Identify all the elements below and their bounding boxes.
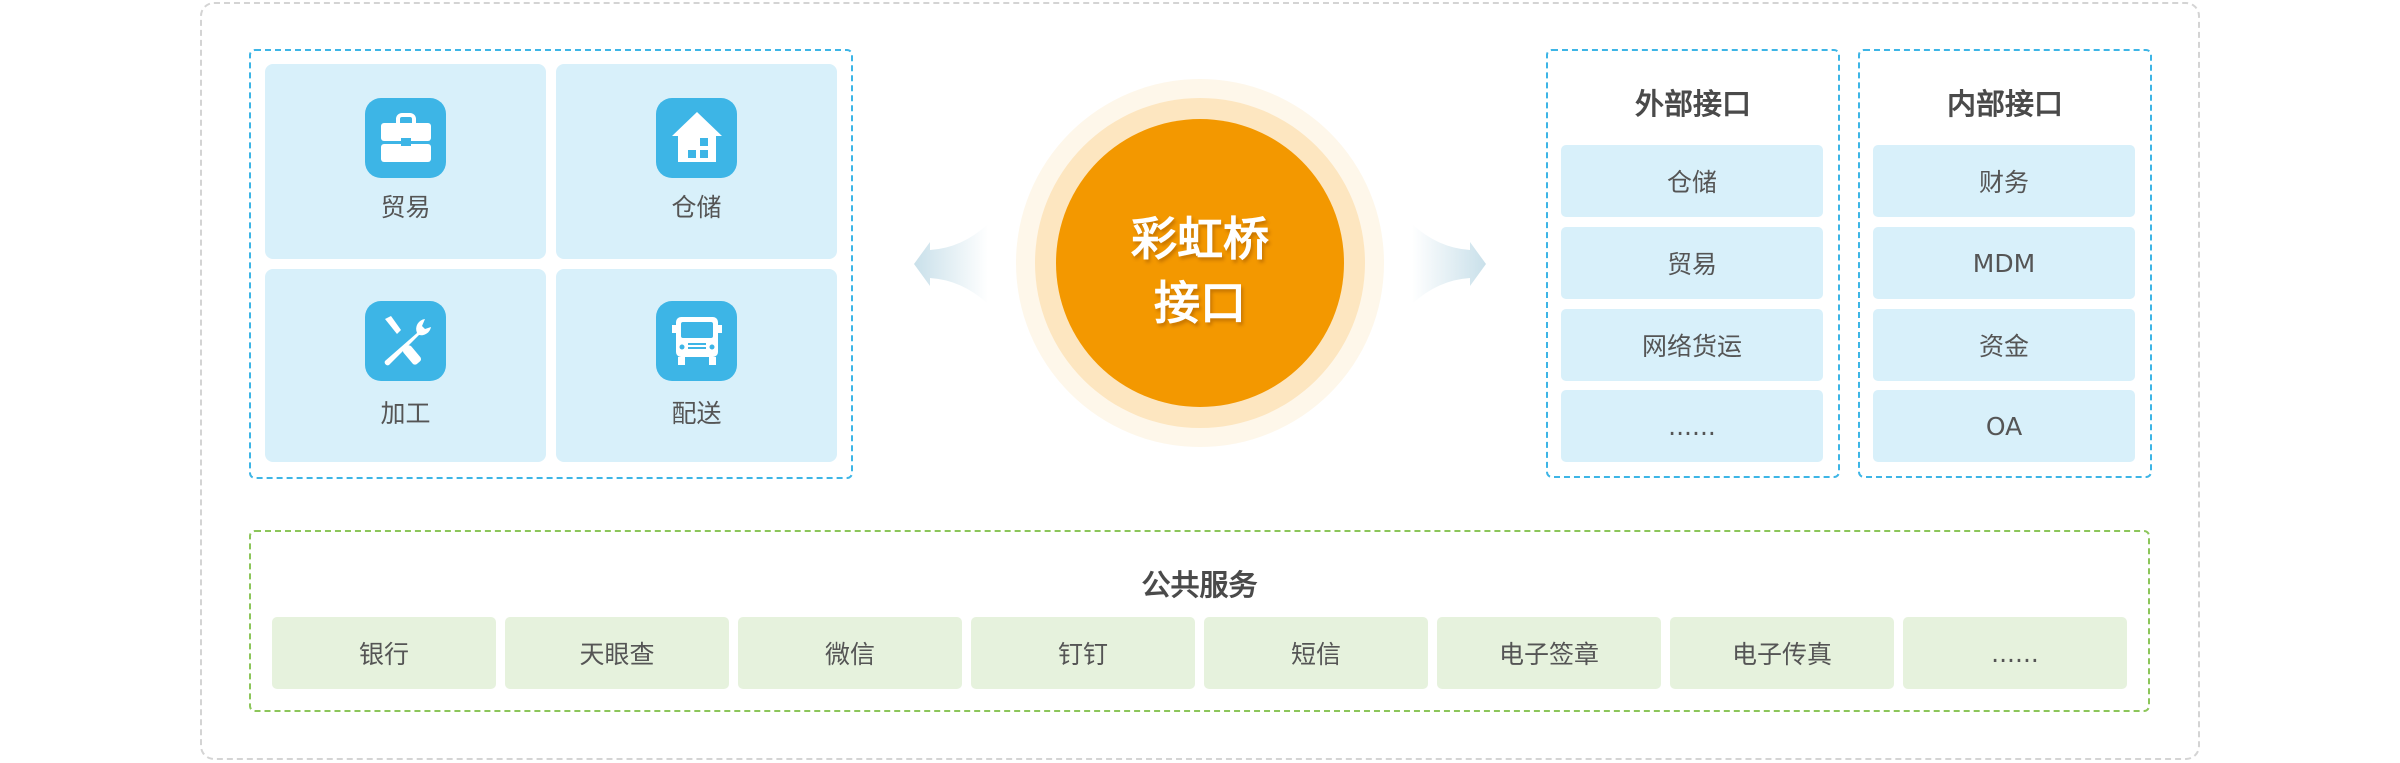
module-label: 配送	[671, 399, 722, 428]
external-item[interactable]: 网络货运	[1561, 309, 1823, 381]
module-label: 贸易	[380, 193, 431, 222]
public-services-group: 公共服务	[249, 530, 2150, 712]
arrow-left-icon	[914, 224, 988, 304]
center-hub[interactable]: 彩虹桥 接口	[1056, 119, 1344, 407]
external-title: 外部接口	[1634, 87, 1751, 121]
center-title-line1: 彩虹桥	[1131, 212, 1269, 266]
internal-title: 内部接口	[1946, 87, 2063, 121]
module-warehouse[interactable]: 仓储	[556, 64, 837, 259]
public-item[interactable]: ......	[1903, 617, 2127, 689]
public-item[interactable]: 短信	[1204, 617, 1428, 689]
module-delivery[interactable]: 配送	[556, 269, 837, 462]
outer-frame	[200, 2, 2200, 760]
truck-icon	[656, 301, 737, 381]
public-title: 公共服务	[1141, 568, 1258, 602]
center-title-line2: 接口	[1154, 276, 1246, 330]
tools-icon	[365, 301, 446, 381]
internal-item[interactable]: 资金	[1873, 309, 2135, 381]
external-item[interactable]: 仓储	[1561, 145, 1823, 217]
internal-item[interactable]: MDM	[1873, 227, 2135, 299]
public-item[interactable]: 钉钉	[971, 617, 1195, 689]
business-modules-group	[249, 49, 853, 479]
public-item[interactable]: 电子传真	[1670, 617, 1894, 689]
internal-item[interactable]: 财务	[1873, 145, 2135, 217]
public-item[interactable]: 电子签章	[1437, 617, 1661, 689]
briefcase-icon	[365, 98, 446, 178]
public-item[interactable]: 天眼查	[505, 617, 729, 689]
public-item[interactable]: 微信	[738, 617, 962, 689]
module-label: 仓储	[671, 193, 722, 222]
external-item[interactable]: ......	[1561, 390, 1823, 462]
module-trade[interactable]: 贸易	[265, 64, 546, 259]
house-icon	[656, 98, 737, 178]
module-label: 加工	[380, 399, 431, 428]
internal-item[interactable]: OA	[1873, 390, 2135, 462]
internal-interfaces-group: 内部接口	[1858, 49, 2152, 478]
public-item[interactable]: 银行	[272, 617, 496, 689]
external-interfaces-group: 外部接口	[1546, 49, 1840, 478]
module-processing[interactable]: 加工	[265, 269, 546, 462]
external-item[interactable]: 贸易	[1561, 227, 1823, 299]
arrow-right-icon	[1412, 224, 1486, 304]
